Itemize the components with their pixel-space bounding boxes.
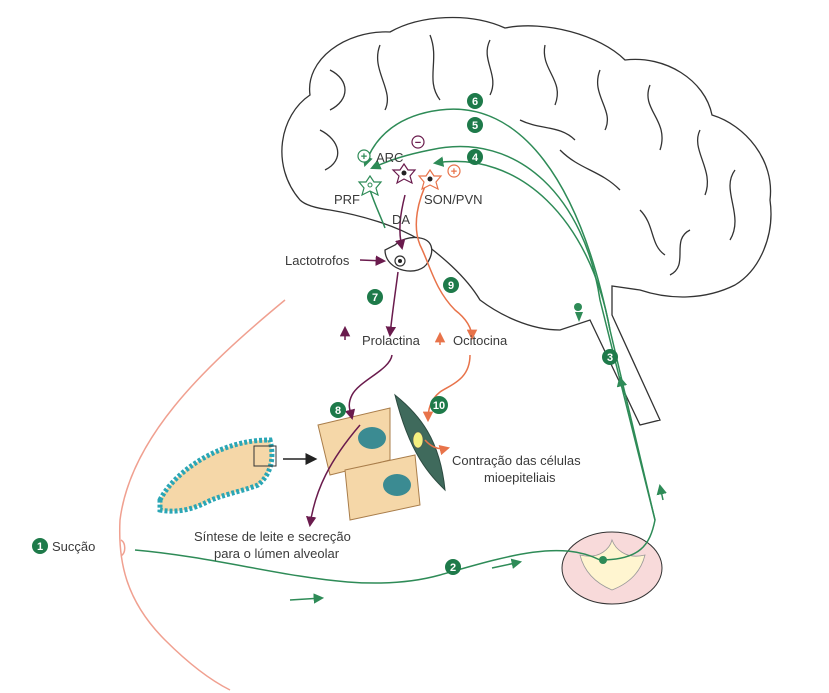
step-badge-6: 6 [467,93,483,109]
da-label: DA [392,212,410,227]
step-badge-1: 1 [32,538,48,554]
minus-symbol: − [415,137,421,149]
prf-label: PRF [334,192,360,207]
step-badge-5: 5 [467,117,483,133]
arc-neuron [391,162,417,185]
step-number: 4 [472,152,479,164]
prolactina-label: Prolactina [362,333,421,348]
arc-minus-sign: − [411,135,425,149]
step-number: 7 [372,292,378,304]
step-badge-9: 9 [443,277,459,293]
step-badge-7: 7 [367,289,383,305]
step-number: 9 [448,280,454,292]
step-number: 10 [433,400,445,412]
afferent-pathways [134,108,667,604]
oxytocin-pathway [415,179,478,456]
contracao-label-line1: Contração das células [452,453,581,468]
step-badge-8: 8 [330,402,346,418]
step-number: 8 [335,405,341,417]
step-badge-10: 10 [430,396,448,414]
breast-outline [118,299,286,691]
son-pvn-label: SON/PVN [424,192,483,207]
step-badge-2: 2 [445,559,461,575]
step-number: 5 [472,120,478,132]
epithelial-cells [317,407,421,521]
succao-label: Sucção [52,539,95,554]
synapse-dot [574,303,582,311]
myoepithelial-cell [394,393,446,492]
step-number: 3 [607,352,613,364]
arc-label: ARC [376,150,403,165]
step-badge-4: 4 [467,149,483,165]
prf-neuron [357,174,383,197]
step-number: 2 [450,562,456,574]
step-number: 1 [37,541,43,553]
ocitocina-label: Ocitocina [453,333,508,348]
sintese-label-line1: Síntese de leite e secreção [194,529,351,544]
prolactin-pathway [305,194,406,528]
sintese-label-line2: para o lúmen alveolar [214,546,340,561]
contracao-label-line2: mioepiteliais [484,470,556,485]
son-pvn-neuron [417,168,443,191]
alveolus-duct [157,437,277,514]
step-number: 6 [472,96,478,108]
plus-symbol: + [361,151,367,163]
son-plus-sign: + [447,164,461,178]
ascending-arrowhead [575,312,583,322]
nipple [120,539,126,557]
step-badge-3: 3 [602,349,618,365]
plus-symbol: + [451,166,457,178]
prf-plus-sign: + [357,149,371,163]
lactotrofos-label: Lactotrofos [285,253,350,268]
brain-outline [281,16,772,426]
